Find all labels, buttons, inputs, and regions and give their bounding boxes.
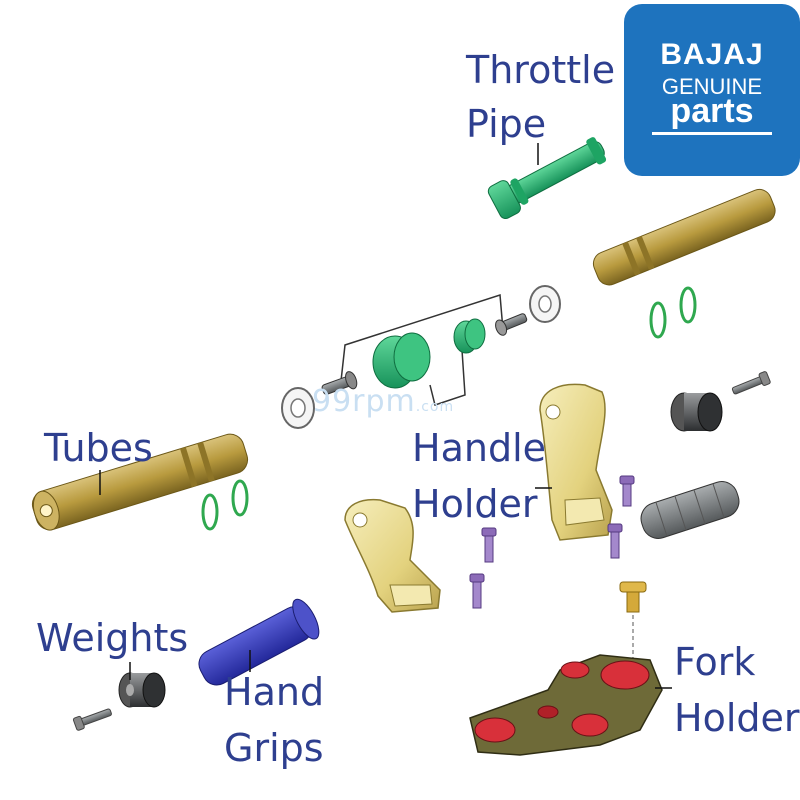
watermark-domain: .com <box>415 399 455 415</box>
label-weights: Weights <box>36 616 189 660</box>
left-o-ring-2 <box>231 479 249 517</box>
left-weight-screw <box>72 708 112 731</box>
brand-line1: GENUINE <box>661 74 763 99</box>
assembly-bracket <box>339 293 504 391</box>
label-fork-holder-line1: Fork <box>674 640 756 684</box>
watermark-text: 99rpm <box>312 384 416 419</box>
left-tube-part <box>31 433 249 531</box>
brand-badge: BAJAJ GENUINE parts <box>624 4 800 176</box>
label-handle-holder-line2: Holder <box>412 482 538 526</box>
brand-underline <box>652 132 772 135</box>
brand-line2: parts <box>670 92 754 130</box>
bolt-lower-right <box>607 523 623 559</box>
label-throttle-pipe-line1: Throttle <box>466 48 616 92</box>
right-o-ring-1 <box>649 301 667 339</box>
label-throttle-pipe-line2: Pipe <box>466 102 547 146</box>
center-screw-right <box>495 313 528 336</box>
right-weight-screw <box>731 371 771 395</box>
right-hand-grip-part <box>640 481 740 539</box>
bolt-upper-right <box>619 475 635 507</box>
left-hand-grip-part <box>198 598 320 686</box>
label-hand-grips-line2: Grips <box>224 726 324 770</box>
label-fork-holder-line2: Holder <box>674 696 800 740</box>
label-handle-holder-line1: Handle <box>412 426 547 470</box>
throttle-pipe-part <box>487 137 607 220</box>
label-hand-grips-line1: Hand <box>224 670 325 714</box>
brand-name: BAJAJ <box>660 38 764 71</box>
bolt-upper-left <box>481 527 497 563</box>
fork-bolt-part <box>619 581 647 613</box>
right-tube-part <box>592 188 776 286</box>
bolt-lower-left <box>469 573 485 609</box>
center-screw-left <box>321 371 358 395</box>
left-weight-part <box>118 672 166 708</box>
label-tubes: Tubes <box>44 426 153 470</box>
right-weight-part <box>670 392 723 432</box>
green-weight-cap-small <box>453 318 486 354</box>
left-o-ring-1 <box>201 493 219 531</box>
assembly-bracket-lower <box>429 349 466 406</box>
left-handle-holder-part <box>344 498 441 613</box>
right-o-ring-2 <box>679 286 697 324</box>
green-weight-cap-large <box>372 332 431 389</box>
watermark: 99rpm.com <box>312 384 454 419</box>
